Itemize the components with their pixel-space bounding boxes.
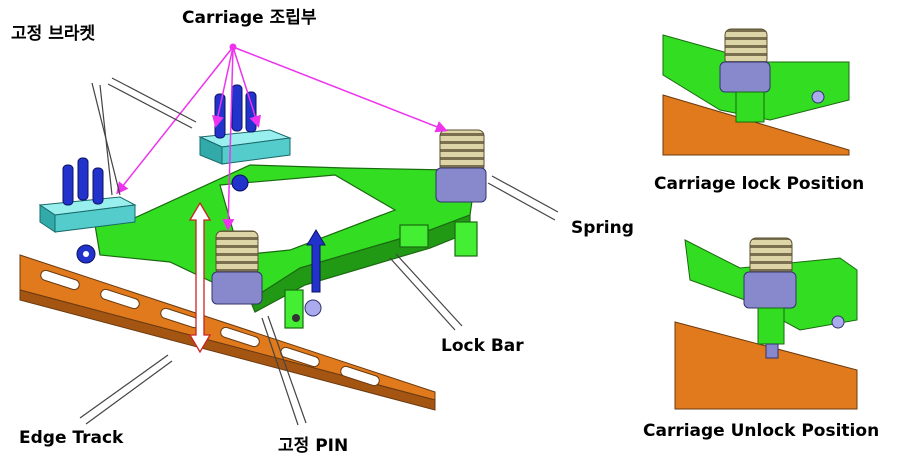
edge-track-label: Edge Track — [19, 428, 124, 448]
edge-track-rail — [19, 254, 436, 411]
carriage-assembly-label: Carriage 조립부 — [182, 8, 317, 28]
inset-lock-position — [662, 28, 850, 156]
lock-position-caption: Carriage lock Position — [654, 174, 865, 194]
vertical-travel-arrow — [188, 201, 212, 354]
fixed-pin-label: 고정 PIN — [278, 436, 349, 456]
spring-right — [435, 129, 487, 203]
spring-front — [211, 230, 263, 305]
lock-direction-arrow — [306, 229, 326, 293]
callout-arrows — [79, 77, 559, 426]
spring-label: Spring — [571, 218, 634, 238]
lock-bar-frame — [94, 164, 478, 329]
unlock-position-caption: Carriage Unlock Position — [643, 421, 880, 441]
leader-origin-dot — [229, 43, 237, 51]
fixed-bracket-label: 고정 브라켓 — [11, 24, 96, 44]
fixed-bracket-left — [38, 157, 137, 264]
lock-bar-label: Lock Bar — [441, 336, 524, 356]
roller-bolt — [292, 299, 322, 322]
inset-unlock-position — [674, 233, 858, 410]
